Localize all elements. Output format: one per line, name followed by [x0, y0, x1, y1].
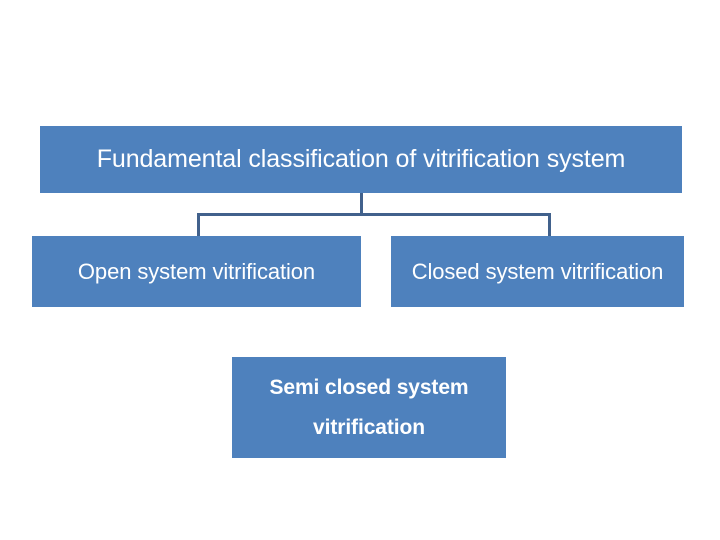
connector-horizontal-bar	[197, 213, 551, 216]
connector-right-drop	[548, 213, 551, 236]
diagram-node-closed-system-label: Closed system vitrification	[411, 258, 664, 284]
diagram-node-open-system[interactable]: Open system vitrification	[32, 236, 361, 307]
diagram-node-open-system-label: Open system vitrification	[77, 258, 316, 284]
diagram-node-root[interactable]: Fundamental classification of vitrificat…	[40, 126, 682, 193]
connector-left-drop	[197, 213, 200, 236]
diagram-node-semi-closed-system[interactable]: Semi closed system vitrification	[232, 357, 506, 458]
diagram-node-closed-system[interactable]: Closed system vitrification	[391, 236, 684, 307]
connector-root-stem	[360, 193, 363, 214]
diagram-node-root-label: Fundamental classification of vitrificat…	[96, 144, 626, 173]
diagram-node-semi-closed-system-label: Semi closed system vitrification	[269, 375, 469, 439]
